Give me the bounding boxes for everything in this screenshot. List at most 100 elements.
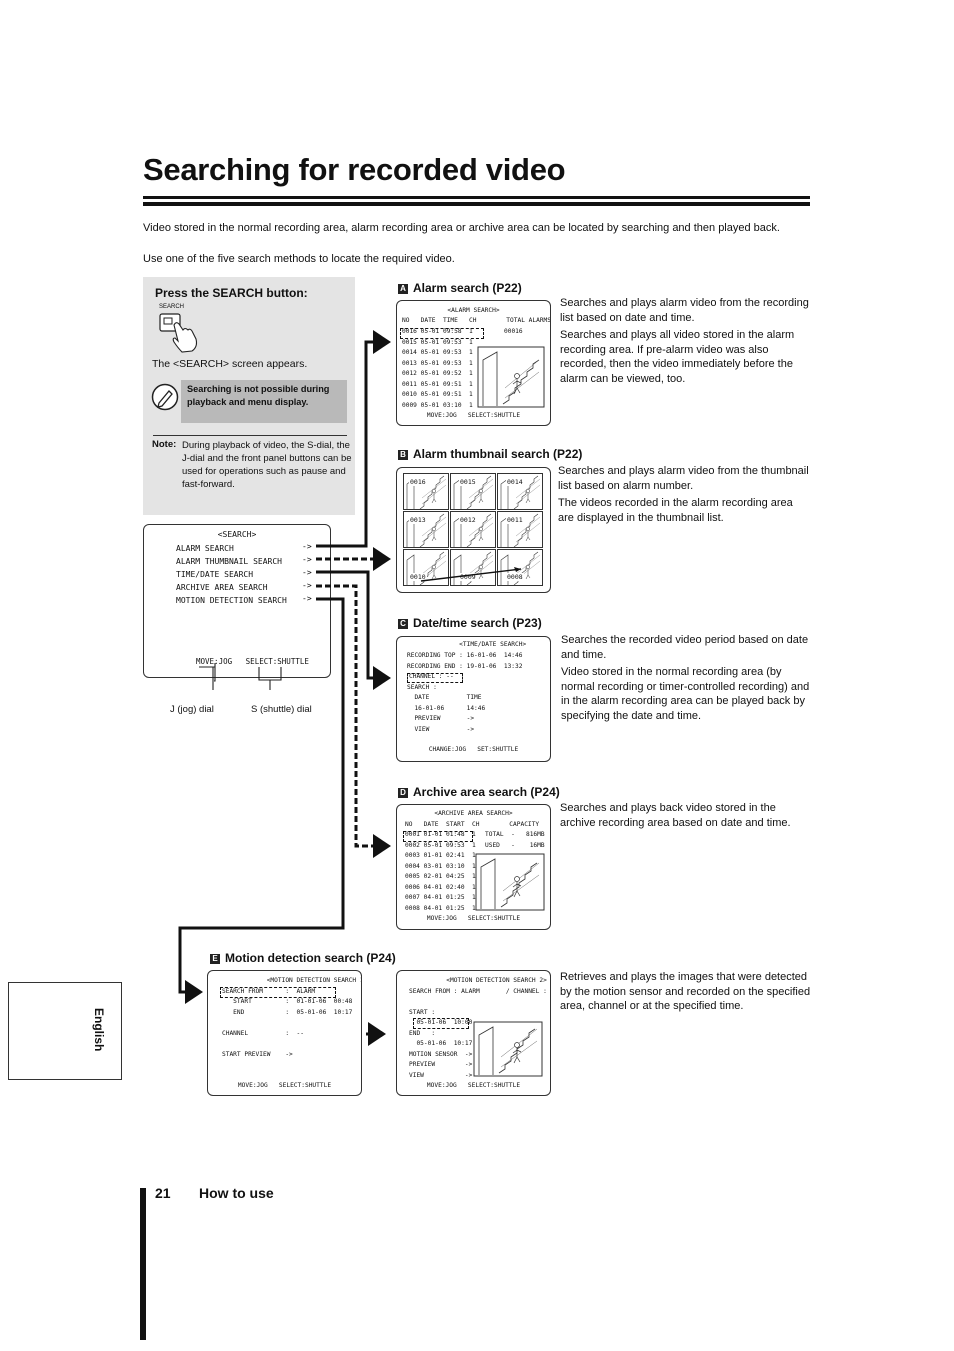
section-a-description: Searches and plays alarm video from the … xyxy=(560,296,810,389)
motion2-line: SEARCH FROM : ALARM / CHANNEL : 4 xyxy=(409,987,551,998)
archive-row[interactable]: 0005 02-01 04:25 1 xyxy=(405,872,476,883)
motion2-line: END : xyxy=(409,1029,435,1040)
thumbnail-item[interactable]: 0008 xyxy=(497,549,543,586)
thumbnail-grid: 0016 0015 0014 0013 0012 0011 0010 0009 0008 xyxy=(403,473,544,587)
section-c-desc-1: Searches the recorded video period based… xyxy=(561,633,811,662)
thumbnail-label: 0010 xyxy=(409,573,427,581)
thumbnail-item[interactable]: 0011 xyxy=(497,511,543,548)
archive-row[interactable]: 0001 01-01 01:48 1 xyxy=(405,830,476,841)
preview-option[interactable]: PREVIEW -> xyxy=(409,1060,472,1071)
alarm-search-total: 00016 xyxy=(504,327,523,338)
section-c-title: Date/time search (P23) xyxy=(413,616,542,630)
alarm-thumbnail-screen: 0016 0015 0014 0013 0012 0011 0010 0009 0008 xyxy=(396,467,551,593)
alarm-row[interactable]: 0011 05-01 09:51 1 xyxy=(402,380,473,391)
thumbnail-label: 0012 xyxy=(459,516,477,524)
section-e-description: Retrieves and plays the images that were… xyxy=(560,970,812,1017)
thumbnail-item[interactable]: 0013 xyxy=(403,511,449,548)
alarm-row[interactable]: 0012 05-01 09:52 1 xyxy=(402,369,473,380)
section-e-badge: E xyxy=(210,954,220,964)
section-e-desc-1: Retrieves and plays the images that were… xyxy=(560,970,812,1014)
alarm-search-screen: <ALARM SEARCH> NO DATE TIME CH TOTAL ALA… xyxy=(396,300,551,426)
footer-section-title: How to use xyxy=(199,1185,274,1201)
time-date-footer: CHANGE:JOG SET:SHUTTLE xyxy=(397,745,550,756)
archive-columns: NO DATE START CH CAPACITY xyxy=(405,820,539,831)
archive-row[interactable]: 0008 04-01 01:25 1 xyxy=(405,904,476,915)
section-d-heading: D Archive area search (P24) xyxy=(398,785,560,799)
archive-used-capacity: USED - 16MB xyxy=(485,841,545,852)
preview-option[interactable]: PREVIEW -> xyxy=(407,714,474,725)
staircase-preview-image xyxy=(477,346,545,408)
alarm-search-footer: MOVE:JOG SELECT:SHUTTLE xyxy=(397,411,550,422)
archive-total-capacity: TOTAL - 816MB xyxy=(485,830,545,841)
thumbnail-label: 0015 xyxy=(459,478,477,486)
section-d-description: Searches and plays back video stored in … xyxy=(560,801,812,833)
archive-row[interactable]: 0002 05-01 09:53 1 xyxy=(405,841,476,852)
section-c-badge: C xyxy=(398,619,408,629)
archive-row[interactable]: 0006 04-01 02:40 1 xyxy=(405,883,476,894)
motion2-footer: MOVE:JOG SELECT:SHUTTLE xyxy=(397,1081,550,1092)
section-e-heading: E Motion detection search (P24) xyxy=(210,951,396,965)
section-b-desc-2: The videos recorded in the alarm recordi… xyxy=(558,496,810,525)
section-b-badge: B xyxy=(398,450,408,460)
view-option[interactable]: VIEW -> xyxy=(409,1071,472,1082)
end-field[interactable]: END : 05-01-06 10:17 xyxy=(222,1008,352,1019)
search-from-field[interactable]: SEARCH FROM : ALARM xyxy=(222,987,315,998)
section-e-title: Motion detection search (P24) xyxy=(225,951,396,965)
footer-bar xyxy=(140,1188,146,1340)
motion1-line: <MOTION DETECTION SEARCH 1> xyxy=(222,976,362,987)
section-a-desc-1: Searches and plays alarm video from the … xyxy=(560,296,810,325)
channel-field[interactable]: CHANNEL : -- xyxy=(222,1029,304,1040)
thumbnail-label: 0011 xyxy=(506,516,524,524)
alarm-row[interactable]: 0016 05-01 09:58 1 xyxy=(402,327,473,338)
time-date-line: SEARCH : xyxy=(407,683,437,694)
section-a-badge: A xyxy=(398,284,408,294)
motion-sensor-option[interactable]: MOTION SENSOR -> xyxy=(409,1050,472,1061)
date-time-field[interactable]: 16-01-06 14:46 xyxy=(407,704,485,715)
view-option[interactable]: VIEW -> xyxy=(407,725,474,736)
alarm-search-screen-header: <ALARM SEARCH> xyxy=(397,306,550,317)
thumbnail-label: 0009 xyxy=(459,573,477,581)
time-date-line: DATE TIME xyxy=(407,693,482,704)
alarm-row[interactable]: 0015 05-01 09:53 1 xyxy=(402,338,473,349)
alarm-row[interactable]: 0013 05-01 09:53 1 xyxy=(402,359,473,370)
section-d-badge: D xyxy=(398,788,408,798)
section-b-desc-1: Searches and plays alarm video from the … xyxy=(558,464,810,493)
time-date-line: RECORDING END : 19-01-06 13:32 xyxy=(407,662,522,673)
alarm-row[interactable]: 0014 05-01 09:53 1 xyxy=(402,348,473,359)
section-d-desc-1: Searches and plays back video stored in … xyxy=(560,801,812,830)
end-time-field[interactable]: 05-01-06 10:17 xyxy=(409,1039,472,1050)
staircase-preview-image xyxy=(475,853,545,911)
thumbnail-label: 0013 xyxy=(409,516,427,524)
section-c-desc-2: Video stored in the normal recording are… xyxy=(561,665,811,723)
thumbnail-item[interactable]: 0012 xyxy=(450,511,496,548)
motion2-line: <MOTION DETECTION SEARCH 2> xyxy=(409,976,547,987)
language-tab-label: English xyxy=(92,1008,106,1051)
thumbnail-item[interactable]: 0010 xyxy=(403,549,449,586)
motion-detection-screen-1: <MOTION DETECTION SEARCH 1> SEARCH FROM … xyxy=(207,970,362,1096)
archive-row[interactable]: 0007 04-01 01:25 1 xyxy=(405,893,476,904)
time-date-line: <TIME/DATE SEARCH> xyxy=(407,640,526,651)
archive-row[interactable]: 0003 01-01 02:41 1 xyxy=(405,851,476,862)
alarm-row[interactable]: 0010 05-01 09:51 1 xyxy=(402,390,473,401)
time-date-line: RECORDING TOP : 16-01-06 14:46 xyxy=(407,651,522,662)
section-a-title: Alarm search (P22) xyxy=(413,281,522,295)
start-field[interactable]: START : 01-01-06 00:48 xyxy=(222,997,352,1008)
thumbnail-item[interactable]: 0014 xyxy=(497,473,543,510)
motion1-footer: MOVE:JOG SELECT:SHUTTLE xyxy=(208,1081,361,1092)
motion2-line: START : xyxy=(409,1008,435,1019)
alarm-row[interactable]: 0009 05-01 03:10 1 xyxy=(402,401,473,412)
start-preview-option[interactable]: START PREVIEW -> xyxy=(222,1050,293,1061)
thumbnail-item[interactable]: 0015 xyxy=(450,473,496,510)
archive-row[interactable]: 0004 03-01 03:10 1 xyxy=(405,862,476,873)
section-c-description: Searches the recorded video period based… xyxy=(561,633,811,726)
start-time-field[interactable]: 05-01-06 10:00 xyxy=(409,1018,472,1029)
thumbnail-label: 0008 xyxy=(506,573,524,581)
thumbnail-label: 0016 xyxy=(409,478,427,486)
archive-area-search-screen: <ARCHIVE AREA SEARCH> NO DATE START CH C… xyxy=(396,804,551,930)
section-d-title: Archive area search (P24) xyxy=(413,785,560,799)
thumbnail-item[interactable]: 0009 xyxy=(450,549,496,586)
channel-field[interactable]: CHANNEL : -- xyxy=(409,672,454,683)
section-b-title: Alarm thumbnail search (P22) xyxy=(413,447,582,461)
motion-detection-screen-2: <MOTION DETECTION SEARCH 2> SEARCH FROM … xyxy=(396,970,551,1096)
thumbnail-item[interactable]: 0016 xyxy=(403,473,449,510)
